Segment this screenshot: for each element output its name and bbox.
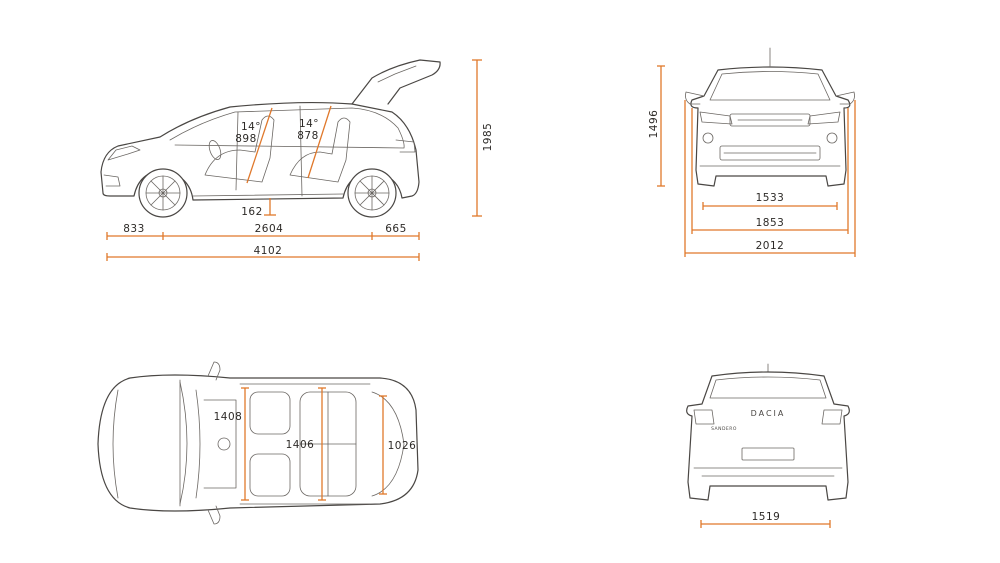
rear-view-dimensions bbox=[700, 520, 831, 528]
front-view-car bbox=[685, 47, 855, 187]
overall-length-label: 4102 bbox=[254, 245, 283, 257]
boot-width-label: 1026 bbox=[388, 440, 417, 452]
model-badge: SANDERO bbox=[711, 426, 737, 432]
side-view-car bbox=[100, 59, 441, 218]
rear-overhang-label: 665 bbox=[385, 223, 407, 235]
side-view-dimensions bbox=[106, 59, 482, 261]
front-elbow-width-label: 1408 bbox=[214, 411, 243, 423]
seat-angle-front-label: 14° bbox=[241, 121, 261, 133]
side-view-labels: 14° 898 14° 878 162 833 2604 665 4102 19… bbox=[123, 118, 494, 257]
rear-track-label: 1519 bbox=[752, 511, 781, 523]
seat-depth-front-label: 898 bbox=[235, 133, 257, 145]
wheelbase-label: 2604 bbox=[255, 223, 284, 235]
seat-angle-rear-label: 14° bbox=[299, 118, 319, 130]
front-overhang-label: 833 bbox=[123, 223, 145, 235]
height-tailgate-open-label: 1985 bbox=[482, 123, 494, 152]
brand-logo: DACIA bbox=[751, 409, 786, 418]
top-view-labels: 1408 1406 1026 bbox=[214, 411, 417, 452]
front-track-label: 1533 bbox=[756, 192, 785, 204]
height-label: 1496 bbox=[648, 110, 660, 139]
width-without-mirrors-label: 1853 bbox=[756, 217, 785, 229]
rear-view-car bbox=[686, 363, 850, 501]
rear-elbow-width-label: 1406 bbox=[286, 439, 315, 451]
front-view-labels: 1496 1533 1853 2012 bbox=[648, 110, 784, 252]
top-view-dimensions bbox=[241, 387, 387, 501]
rear-view-labels: DACIA SANDERO 1519 bbox=[711, 409, 786, 523]
width-with-mirrors-label: 2012 bbox=[756, 240, 785, 252]
top-view-car bbox=[97, 361, 419, 525]
front-view-dimensions bbox=[657, 65, 856, 257]
ground-clearance-label: 162 bbox=[241, 206, 263, 218]
seat-depth-rear-label: 878 bbox=[297, 130, 319, 142]
